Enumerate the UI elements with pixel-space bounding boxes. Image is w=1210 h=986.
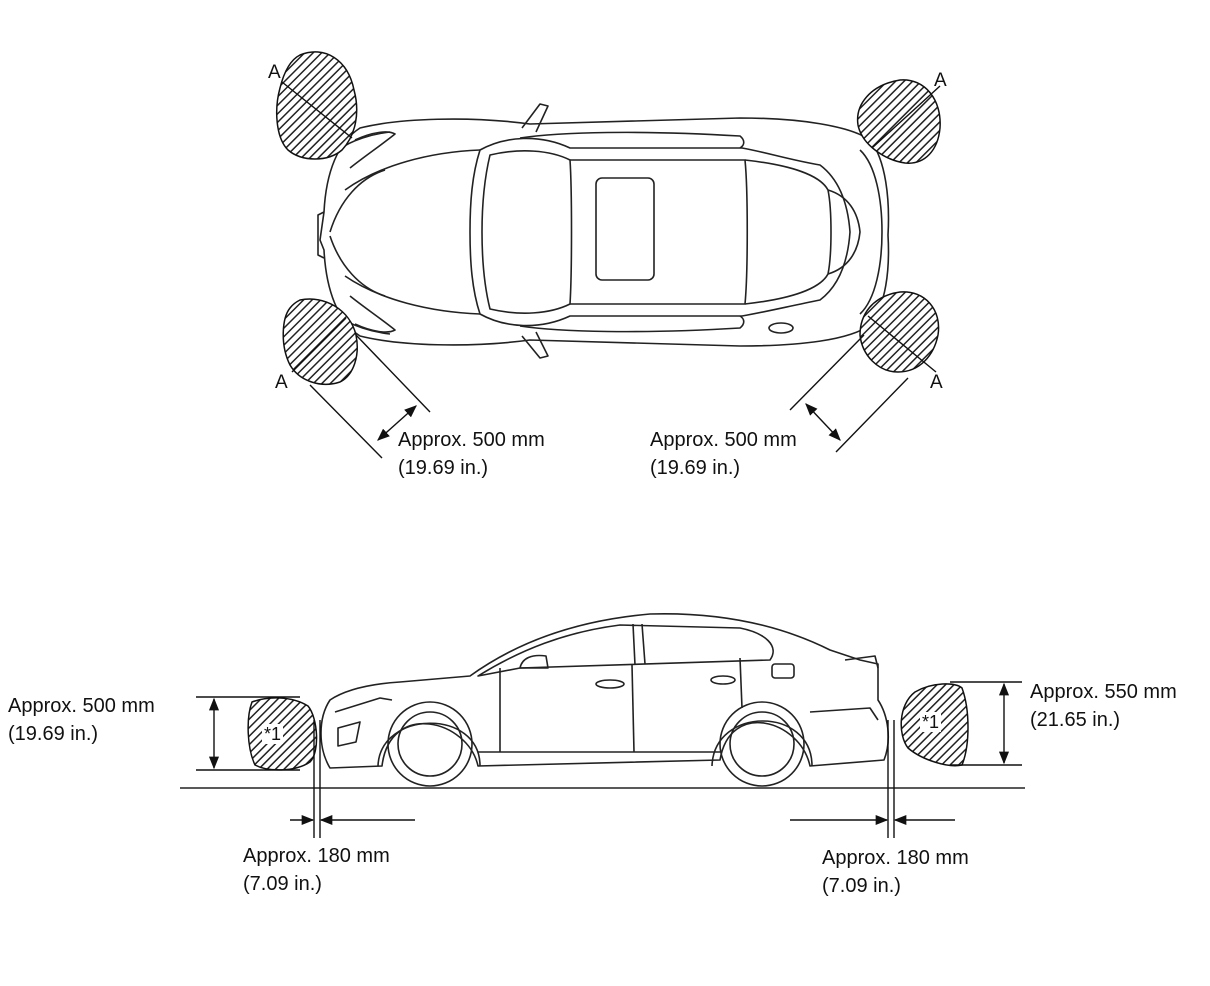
dim-text-line2: (21.65 in.) (1030, 709, 1121, 731)
dim-label-rear-distance: Approx. 180 mm (7.09 in.) (822, 844, 969, 900)
dim-text-line1: Approx. 500 mm (650, 429, 797, 451)
detection-zone-rear-bottom (859, 291, 940, 373)
dim-text-line1: Approx. 180 mm (822, 847, 969, 869)
zone-1-label-front: *1 (262, 724, 284, 744)
dim-label-rear-height: Approx. 550 mm (21.65 in.) (1030, 678, 1177, 734)
detection-zone-front-bottom (282, 298, 358, 386)
dim-label-front-diagonal: Approx. 500 mm (19.69 in.) (398, 426, 545, 482)
car-top-view (317, 103, 890, 359)
dim-text-line2: (19.69 in.) (650, 457, 741, 479)
zone-1-label-rear: *1 (920, 712, 942, 732)
dim-text-line1: Approx. 500 mm (398, 429, 545, 451)
zone-a-label-rear-bottom: A (930, 372, 943, 393)
dim-text-line2: (7.09 in.) (822, 875, 901, 897)
zone-a-label-front-top: A (268, 62, 281, 83)
dim-text-line1: Approx. 550 mm (1030, 681, 1177, 703)
dimension-lines-side (196, 681, 1022, 838)
dimension-lines-top (309, 334, 909, 459)
dim-label-front-distance: Approx. 180 mm (7.09 in.) (243, 842, 390, 898)
detection-zone-rear-top (856, 79, 941, 164)
dim-text-line2: (7.09 in.) (243, 873, 322, 895)
dim-text-line2: (19.69 in.) (398, 457, 489, 479)
car-side-view (180, 612, 1025, 789)
dim-text-line1: Approx. 500 mm (8, 695, 155, 717)
dim-label-front-height: Approx. 500 mm (19.69 in.) (8, 692, 155, 748)
dim-text-line2: (19.69 in.) (8, 723, 99, 745)
dim-label-rear-diagonal: Approx. 500 mm (19.69 in.) (650, 426, 797, 482)
zone-a-leaders (281, 81, 941, 373)
zone-a-label-rear-top: A (934, 70, 947, 91)
dim-text-line1: Approx. 180 mm (243, 845, 390, 867)
detection-zone-front-top (275, 51, 358, 160)
zone-a-label-front-bottom: A (275, 372, 288, 393)
